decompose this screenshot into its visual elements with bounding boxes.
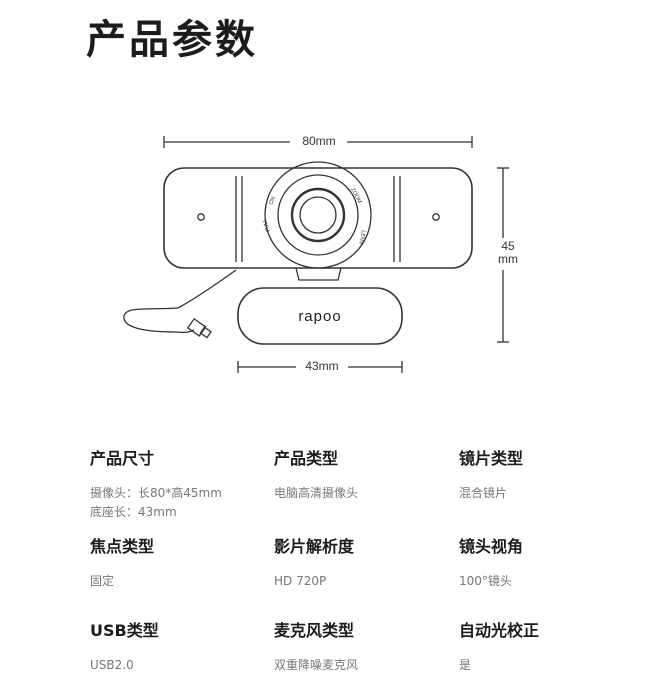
lens-ring-text-zoom: ZOOM (349, 187, 362, 205)
height-label-value: 45 (501, 239, 515, 253)
lens-ring-text-on: ON (268, 196, 277, 206)
spec-title: USB类型 (90, 621, 159, 640)
lens-ring-text-lens: LENS (357, 230, 365, 246)
lens-outer-ring (264, 161, 372, 269)
camera-base (237, 287, 403, 345)
spec-value: 底座长：43mm (90, 505, 177, 519)
spec-resolution: 影片解析度 HD 720P (274, 536, 454, 591)
base-label: 43mm (305, 359, 339, 373)
lens-glass (290, 187, 346, 243)
spec-value: HD 720P (274, 574, 327, 588)
spec-auto-light-correction: 自动光校正 是 (459, 620, 639, 675)
spec-product-type: 产品类型 电脑高清摄像头 (274, 448, 454, 503)
webcam-dimension-diagram: ON ZOOM LENS FULL rapoo 80mm 45 mm 43mm (0, 120, 665, 390)
spec-lens-type: 镜片类型 混合镜片 (459, 448, 639, 503)
indicator-light-right (432, 213, 440, 221)
spec-value: 电脑高清摄像头 (274, 486, 359, 500)
spec-value: 是 (459, 658, 472, 672)
spec-title: 镜头视角 (459, 537, 524, 556)
spec-title: 镜片类型 (459, 449, 524, 468)
spec-title: 焦点类型 (90, 537, 155, 556)
spec-mic-type: 麦克风类型 双重降噪麦克风 (274, 620, 454, 675)
spec-value: 100°镜头 (459, 574, 512, 588)
spec-value: USB2.0 (90, 658, 134, 672)
spec-title: 影片解析度 (274, 537, 355, 556)
camera-body (163, 167, 473, 269)
spec-value: 混合镜片 (459, 486, 508, 500)
spec-value: 双重降噪麦克风 (274, 658, 359, 672)
lens-ring-text-full: FULL (262, 218, 272, 233)
webcam-drawing: ON ZOOM LENS FULL rapoo (123, 136, 509, 373)
brand-logo: rapoo (298, 308, 341, 325)
spec-title: 麦克风类型 (274, 621, 355, 640)
spec-size: 产品尺寸 摄像头：长80*高45mm 底座长：43mm (90, 448, 270, 522)
spec-view-angle: 镜头视角 100°镜头 (459, 536, 639, 591)
page-title: 产品参数 (86, 17, 258, 63)
spec-title: 产品类型 (274, 449, 339, 468)
spec-usb-type: USB类型 USB2.0 (90, 620, 270, 675)
usb-plug (186, 317, 207, 337)
spec-title: 自动光校正 (459, 621, 540, 640)
usb-cable (123, 269, 237, 334)
spec-value: 固定 (90, 574, 115, 588)
width-label: 80mm (302, 134, 336, 148)
indicator-light-left (197, 213, 205, 221)
spec-value: 摄像头：长80*高45mm (90, 486, 222, 500)
spec-focus-type: 焦点类型 固定 (90, 536, 270, 591)
height-label-unit: mm (498, 252, 518, 266)
spec-title: 产品尺寸 (90, 449, 155, 468)
